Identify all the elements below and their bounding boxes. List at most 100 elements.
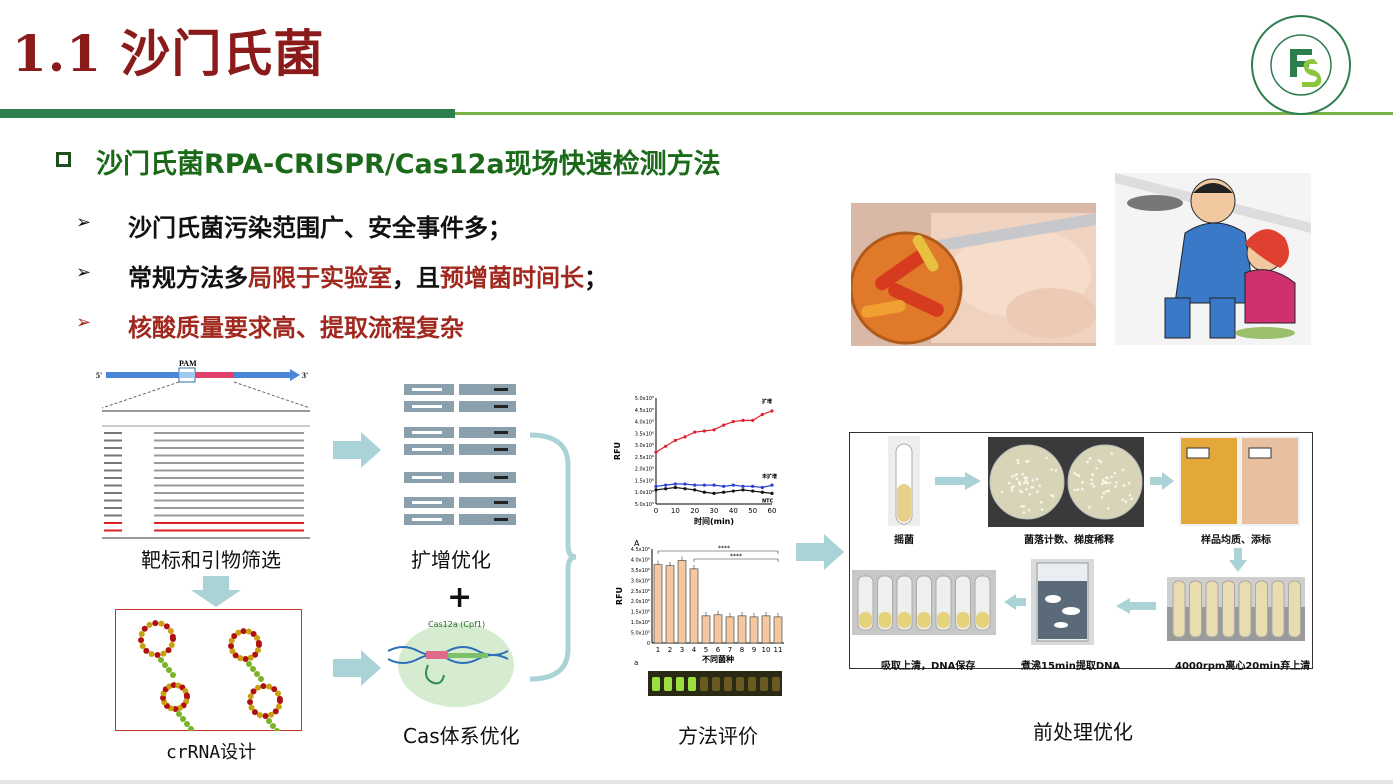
primer-row: [154, 522, 304, 524]
nucleotide-dot: [274, 690, 281, 697]
x-tick-label: 30: [710, 507, 719, 515]
data-point: [712, 428, 716, 432]
colony: [1128, 493, 1132, 497]
y-tick-label: 3.0x10⁶: [635, 443, 654, 449]
nucleotide-dot: [254, 671, 260, 677]
nucleotide-dot: [250, 630, 257, 637]
colony: [1073, 471, 1076, 475]
data-point: [673, 482, 677, 486]
primer-row: [104, 529, 122, 532]
centrifuge-tube: [1288, 580, 1301, 638]
three-prime-label: 3': [302, 371, 308, 380]
x-tick-label: 8: [740, 646, 744, 654]
cas-protein-label: Cas12a (Cpf1): [428, 620, 485, 629]
nucleotide-dot: [229, 648, 236, 655]
gel-well: [736, 677, 744, 691]
x-tick-label: 0: [654, 507, 658, 515]
data-point: [722, 423, 726, 427]
x-tick-label: 7: [728, 646, 732, 654]
colony: [1086, 460, 1089, 464]
colony: [1022, 505, 1026, 508]
data-point: [654, 450, 658, 454]
gel-lane: [459, 514, 516, 525]
data-point: [664, 444, 668, 448]
nucleotide-dot: [160, 650, 167, 657]
colony: [1088, 506, 1091, 509]
arrow-bullet-icon: ➢: [76, 262, 92, 283]
homogenized-samples-image: [1179, 436, 1300, 526]
colony: [1101, 478, 1105, 482]
colony: [1110, 452, 1114, 455]
bar: [773, 616, 783, 644]
step-centrifuge-label: 4000rpm离心20min弃上清: [1175, 661, 1311, 672]
right-arrow-icon: [935, 472, 981, 490]
nucleotide-dot: [247, 699, 254, 706]
significance-bracket: [657, 550, 779, 554]
colony: [1090, 472, 1094, 476]
bullet-text: 沙门氏菌污染范围广、安全事件多；: [128, 214, 512, 242]
primer-row: [104, 462, 122, 464]
bar: [701, 615, 711, 644]
panel-label: A: [634, 539, 640, 548]
y-tick-label: 4.5x10⁶: [635, 408, 654, 414]
colony: [1038, 484, 1041, 488]
nucleotide-dot: [274, 728, 280, 731]
tube-sample: [937, 612, 950, 628]
colony: [1025, 476, 1029, 480]
colony: [1113, 471, 1117, 475]
primer-row: [104, 469, 122, 472]
tube-sample: [976, 612, 989, 628]
primer-row: [104, 522, 122, 524]
bullet-text: ；: [584, 264, 608, 292]
y-axis-label: RFU: [615, 587, 624, 605]
colony: [1124, 500, 1128, 504]
x-tick-label: 4: [692, 646, 697, 654]
data-point: [702, 490, 706, 494]
nucleotide-dot: [180, 716, 186, 722]
data-point: [731, 419, 735, 424]
significance-label: ****: [730, 553, 742, 560]
tube-sample: [898, 612, 911, 628]
step-shake-label: 摇菌: [894, 535, 914, 546]
footer-line: [0, 780, 1393, 784]
y-tick-label: 4.5x10⁶: [631, 547, 650, 553]
gel-lane: [459, 472, 516, 483]
series-label: NTC: [762, 498, 774, 504]
nucleotide-dot: [160, 694, 167, 701]
x-tick-label: 1: [656, 646, 660, 654]
colony: [1054, 469, 1058, 472]
series-label: 扩增: [762, 398, 772, 405]
colony: [1088, 457, 1092, 460]
data-point: [683, 487, 687, 491]
colony: [1076, 488, 1080, 491]
tube-sample: [878, 612, 892, 628]
colony: [1051, 494, 1055, 498]
y-tick-label: 2.5x10⁶: [631, 589, 650, 595]
primer-row: [154, 432, 304, 434]
evaluation-caption: 方法评价: [678, 724, 758, 748]
data-point: [751, 484, 755, 488]
gel-band: [494, 448, 508, 451]
data-point: [741, 418, 745, 422]
nucleotide-dot: [242, 655, 249, 662]
x-tick-label: 50: [748, 507, 757, 515]
primer-row: [104, 492, 122, 494]
colony: [1040, 508, 1044, 511]
gel-well: [748, 677, 756, 691]
data-point: [693, 430, 697, 434]
primer-row: [154, 499, 304, 502]
colony: [1110, 475, 1114, 479]
colony: [1108, 481, 1112, 485]
primer-row: [104, 499, 122, 502]
colony: [1081, 487, 1084, 491]
nucleotide-dot: [276, 695, 283, 702]
gel-band: [494, 476, 508, 479]
data-point: [683, 482, 687, 486]
x-tick-label: 20: [690, 507, 699, 515]
primer-row: [154, 492, 304, 494]
nucleotide-dot: [228, 642, 235, 649]
bar: [725, 616, 735, 644]
gel-lane: [459, 497, 516, 508]
primer-row: [154, 507, 304, 509]
gel-lane: [459, 384, 516, 395]
